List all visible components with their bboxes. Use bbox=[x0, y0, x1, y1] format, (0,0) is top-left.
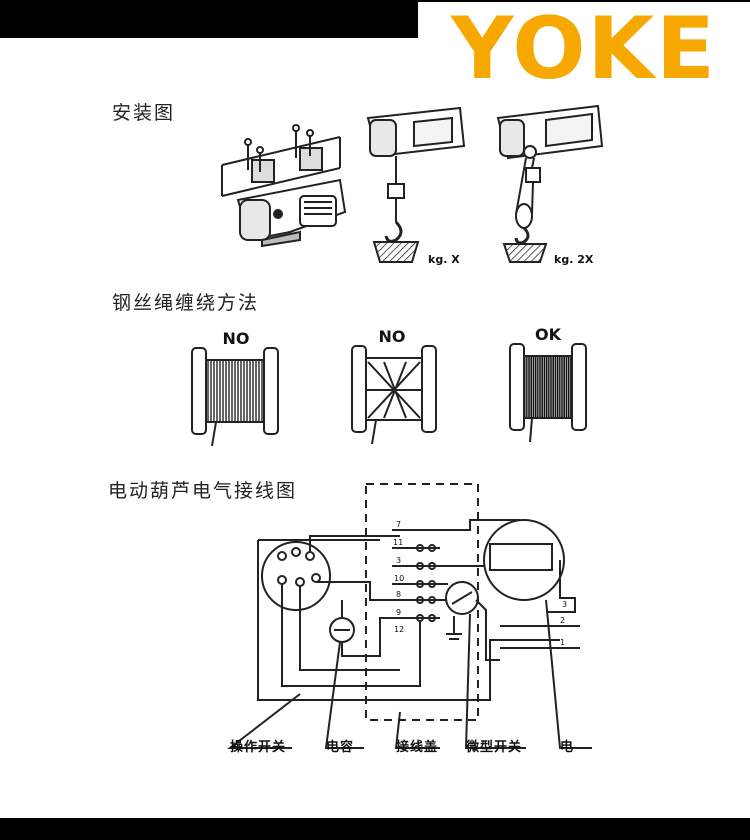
bottom-black-bar bbox=[0, 818, 750, 840]
wire-number-2: 2 bbox=[560, 616, 565, 625]
winding-label-1: NO bbox=[223, 329, 250, 348]
terminal-7: 7 bbox=[396, 520, 401, 529]
drum-correct bbox=[509, 343, 587, 443]
caption-operation-switch: 操作开关 bbox=[230, 740, 287, 755]
terminal-12: 12 bbox=[394, 625, 404, 634]
terminal-3: 3 bbox=[396, 556, 401, 565]
winding-title: 钢丝绳缠绕方法 bbox=[112, 292, 260, 314]
caption-motor: 电 bbox=[560, 740, 575, 755]
caption-capacitor: 电容 bbox=[326, 740, 355, 755]
hoist-single-line-illustration bbox=[366, 106, 466, 263]
wire-number-1: 1 bbox=[560, 638, 565, 647]
terminal-10: 10 bbox=[394, 574, 404, 583]
wiring-diagram bbox=[227, 483, 592, 749]
terminal-numbers: 7 11 3 10 8 9 12 3 2 1 bbox=[393, 520, 567, 647]
yoke-logo-text: YOKE bbox=[450, 2, 717, 90]
wire-number-3: 3 bbox=[562, 600, 567, 609]
winding-label-2: NO bbox=[379, 327, 406, 346]
caption-microswitch: 微型开关 bbox=[466, 740, 523, 755]
install-title: 安装图 bbox=[112, 102, 176, 124]
terminal-8: 8 bbox=[396, 590, 401, 599]
terminal-9: 9 bbox=[396, 608, 401, 617]
load-2x-label: kg. 2X bbox=[554, 253, 594, 266]
yoke-logo: YOKE bbox=[418, 2, 750, 90]
terminal-11: 11 bbox=[393, 538, 403, 547]
caption-junction-cover: 接线盖 bbox=[396, 740, 439, 755]
hoist-double-line-illustration bbox=[496, 104, 604, 263]
drum-wrong-crossed bbox=[351, 345, 437, 445]
hoist-mounting-illustration bbox=[221, 124, 347, 248]
winding-label-3: OK bbox=[535, 325, 562, 344]
drum-wrong-loose bbox=[191, 347, 279, 447]
wiring-title: 电动葫芦电气接线图 bbox=[108, 480, 298, 502]
load-x-label: kg. X bbox=[428, 253, 460, 266]
